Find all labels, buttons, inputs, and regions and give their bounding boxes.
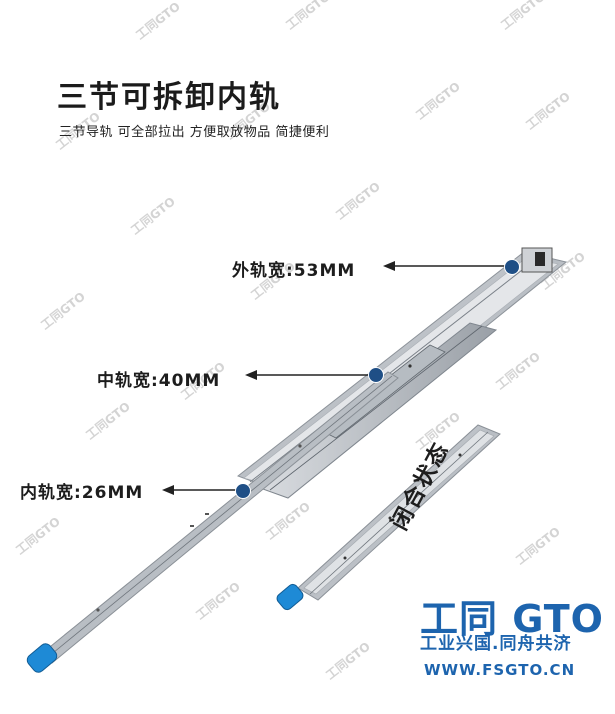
svg-text:工同GTO: 工同GTO bbox=[413, 79, 463, 122]
closed-slide bbox=[276, 424, 501, 611]
svg-text:工同GTO: 工同GTO bbox=[493, 349, 543, 392]
brand-logo: 工同 GTO bbox=[420, 597, 604, 641]
middle-rail-width-label: 中轨宽:40MM bbox=[97, 371, 221, 391]
svg-text:工同GTO: 工同GTO bbox=[513, 524, 563, 567]
page-subtitle: 三节导轨 可全部拉出 方便取放物品 简捷便利 bbox=[59, 125, 330, 140]
marker-dot-icon bbox=[235, 483, 251, 499]
outer-rail-width-label: 外轨宽:53MM bbox=[232, 261, 356, 281]
extended-slide bbox=[26, 247, 568, 673]
svg-text:工同GTO: 工同GTO bbox=[193, 579, 243, 622]
inner-width-callout bbox=[162, 483, 251, 499]
svg-text:工同GTO: 工同GTO bbox=[38, 289, 88, 332]
svg-text:工同GTO: 工同GTO bbox=[83, 399, 133, 442]
svg-text:工同GTO: 工同GTO bbox=[263, 499, 313, 542]
marker-dot-icon bbox=[368, 367, 384, 383]
svg-text:工同GTO: 工同GTO bbox=[333, 179, 383, 222]
brand-url: WWW.FSGTO.CN bbox=[424, 661, 576, 679]
svg-text:工同GTO: 工同GTO bbox=[13, 514, 63, 557]
blue-end-cap-icon bbox=[26, 643, 58, 673]
brand-slogan: 工业兴国.同舟共济 bbox=[420, 634, 572, 654]
middle-width-callout bbox=[245, 367, 384, 383]
svg-text:工同GTO: 工同GTO bbox=[323, 639, 373, 682]
svg-text:工同GTO: 工同GTO bbox=[523, 89, 573, 132]
svg-text:工同GTO: 工同GTO bbox=[128, 194, 178, 237]
outer-width-callout bbox=[383, 259, 520, 275]
svg-text:工同GTO: 工同GTO bbox=[133, 0, 183, 42]
middle-rail bbox=[258, 322, 498, 499]
page-title: 三节可拆卸内轨 bbox=[57, 80, 281, 115]
marker-dot-icon bbox=[504, 259, 520, 275]
svg-text:工同GTO: 工同GTO bbox=[283, 0, 333, 32]
inner-rail-width-label: 内轨宽:26MM bbox=[20, 483, 144, 503]
svg-text:工同GTO: 工同GTO bbox=[498, 0, 548, 32]
blue-end-cap-icon bbox=[276, 583, 304, 611]
